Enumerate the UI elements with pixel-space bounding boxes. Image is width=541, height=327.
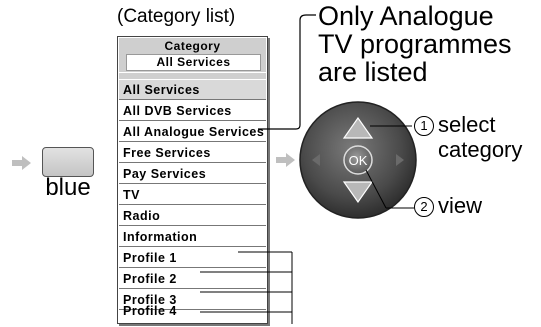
- menu-item-free-services[interactable]: Free Services: [119, 143, 266, 163]
- menu-item-tv[interactable]: TV: [119, 185, 266, 205]
- menu-item-all-dvb-services[interactable]: All DVB Services: [119, 101, 266, 121]
- note-line-2: TV programmes: [318, 29, 512, 59]
- view-pointer-line: [386, 207, 414, 209]
- step-2-label: view: [438, 193, 483, 218]
- right-arrow-icon: [12, 156, 32, 170]
- down-arrow-icon[interactable]: [342, 181, 374, 204]
- right-arrow-icon: [276, 153, 296, 167]
- category-list-caption: (Category list): [117, 6, 236, 27]
- menu-item-profile-4[interactable]: Profile 4: [123, 304, 177, 318]
- step-1-label-line-2: category: [438, 137, 523, 162]
- menu-item-radio[interactable]: Radio: [119, 206, 266, 226]
- menu-item-information[interactable]: Information: [119, 227, 266, 247]
- menu-header-title: Category: [164, 39, 221, 53]
- step-2-number: 2: [414, 197, 434, 217]
- menu-item-all-services[interactable]: All Services: [119, 80, 266, 100]
- menu-divider: [119, 73, 266, 79]
- blue-button-label: blue: [45, 174, 91, 201]
- note-text: Only Analogue TV programmes are listed: [318, 2, 512, 86]
- menu-item-pay-services[interactable]: Pay Services: [119, 164, 266, 184]
- ok-label: OK: [349, 153, 368, 168]
- ok-button[interactable]: OK: [343, 145, 373, 175]
- menu-item-profile-2[interactable]: Profile 2: [119, 269, 266, 289]
- note-line-1: Only Analogue: [318, 1, 494, 31]
- menu-current-category: All Services: [126, 54, 261, 71]
- category-menu: Category All Services All Services All D…: [117, 36, 268, 324]
- menu-item-profile-3[interactable]: Profile 3: [119, 290, 266, 310]
- remote-dpad: OK: [299, 101, 417, 219]
- menu-item-profile-1[interactable]: Profile 1: [119, 248, 266, 268]
- menu-item-all-analogue-services[interactable]: All Analogue Services: [119, 122, 266, 142]
- up-arrow-icon[interactable]: [342, 116, 374, 139]
- left-arrow-icon[interactable]: [312, 154, 320, 166]
- menu-header: Category All Services: [119, 38, 266, 72]
- note-line-3: are listed: [318, 57, 428, 87]
- blue-button[interactable]: [42, 147, 94, 177]
- step-1-label-line-1: select: [438, 112, 496, 137]
- step-1-number: 1: [414, 116, 434, 136]
- right-dpad-arrow-icon[interactable]: [396, 154, 404, 166]
